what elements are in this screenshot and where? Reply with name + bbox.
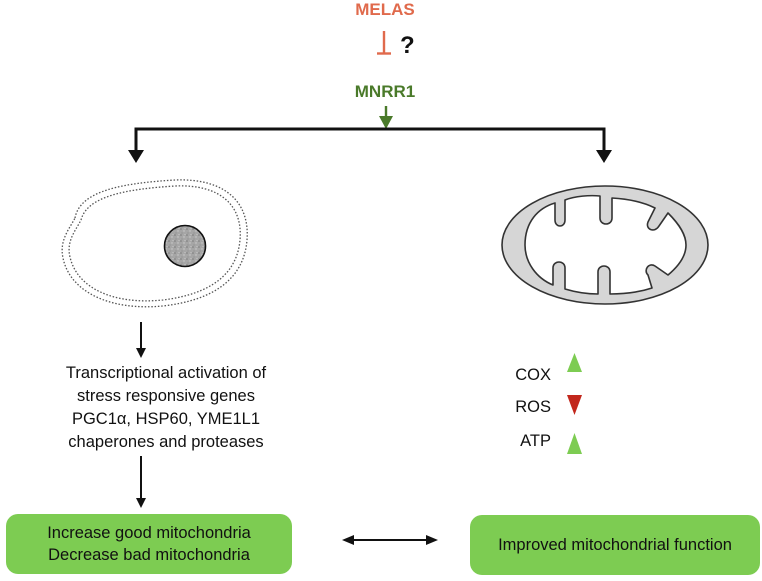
inhibition-icon (377, 31, 391, 55)
cox-label: COX (515, 366, 551, 384)
mitochondrion-icon (501, 185, 709, 305)
mnrr1-label: MNRR1 (354, 82, 416, 101)
cell-icon (61, 179, 248, 308)
question-mark: ? (400, 32, 415, 59)
outcome-line: Increase good mitochondria (47, 524, 251, 542)
cox-up-triangle-icon (567, 353, 582, 372)
outcome-line: Decrease bad mitochondria (48, 546, 250, 564)
mnrr1-arrow (379, 106, 393, 129)
melas-label: MELAS (355, 0, 415, 19)
atp-up-triangle-icon (567, 433, 582, 454)
branch-bracket (128, 127, 612, 163)
transcription-line: PGC1α, HSP60, YME1L1 (71, 410, 261, 428)
transcription-line: Transcriptional activation of (65, 364, 267, 382)
atp-label: ATP (520, 432, 551, 450)
nucleus-icon (163, 224, 207, 268)
bidirectional-arrow (342, 535, 438, 545)
ros-label: ROS (515, 398, 551, 416)
ros-down-triangle-icon (567, 395, 582, 415)
transcription-line: stress responsive genes (77, 387, 255, 405)
outcome-line: Improved mitochondrial function (498, 536, 732, 554)
outcome-box-mitochondrial-function: Improved mitochondrial function (470, 515, 760, 575)
outcome-box-mitochondria-quality: Increase good mitochondria Decrease bad … (6, 514, 292, 574)
cell-to-transcription-arrow (136, 322, 146, 358)
transcription-text: Transcriptional activation of stress res… (20, 362, 312, 454)
transcription-line: chaperones and proteases (68, 433, 264, 451)
transcription-to-outcome-arrow (136, 456, 146, 508)
